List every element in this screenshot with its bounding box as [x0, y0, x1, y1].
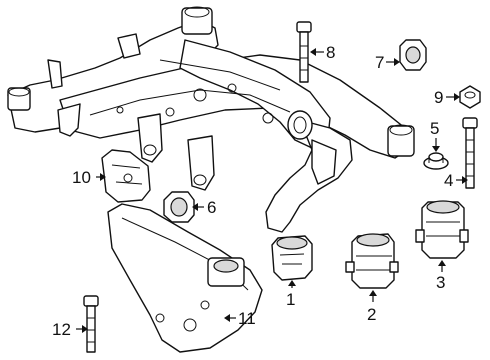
part-10-bracket: [101, 149, 151, 203]
callout-2: 2: [367, 305, 376, 324]
callout-11: 11: [238, 309, 256, 328]
callout-6: 6: [207, 198, 216, 217]
part-12-bolt: [83, 295, 99, 353]
callout-leaders: [76, 48, 468, 333]
part-7-bushing: [399, 39, 427, 71]
callout-3: 3: [436, 273, 445, 292]
part-2-bushing: [345, 233, 399, 289]
callout-5: 5: [430, 119, 439, 138]
callout-8: 8: [326, 43, 335, 62]
callout-4: 4: [444, 171, 453, 190]
part-6-bushing: [163, 191, 195, 223]
rear-subframe: [7, 6, 415, 233]
callout-7: 7: [375, 53, 384, 72]
part-5-washer: [423, 152, 449, 170]
part-9-nut: [459, 85, 481, 109]
part-4-bolt: [462, 117, 478, 189]
callout-12: 12: [52, 320, 71, 339]
part-11-shield: [107, 203, 263, 353]
part-1-bushing: [271, 235, 313, 281]
callout-labels: 1 2 3 4 5 6 7 8 9 10 11 12: [52, 43, 453, 339]
part-3-bushing: [415, 200, 469, 259]
part-8-bolt: [296, 21, 312, 83]
callout-1: 1: [286, 290, 295, 309]
callout-9: 9: [434, 88, 443, 107]
callout-10: 10: [72, 168, 91, 187]
